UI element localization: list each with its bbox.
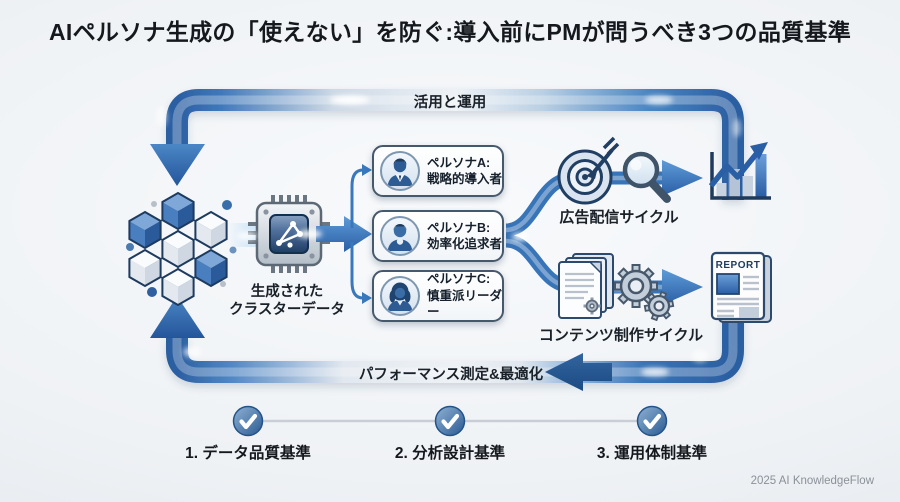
content-cycle-label: コンテンツ制作サイクル <box>538 327 704 344</box>
criteria-3-label: 3. 運用体制基準 <box>596 445 708 462</box>
chip-to-persona-arrow <box>316 216 372 252</box>
report-title-text: REPORT <box>716 260 761 271</box>
top-loop-gloss <box>172 95 738 200</box>
bottom-loop-tube <box>166 312 744 383</box>
cluster-hexagon-icon <box>126 192 237 306</box>
cluster-label-line1: 生成された <box>250 284 324 300</box>
loop-up-arrowhead <box>150 296 205 338</box>
branch-arrowhead-bottom <box>362 292 372 304</box>
criteria-2-label: 2. 分析設計基準 <box>394 445 506 462</box>
persona-a-desc: 戦略的導入者 <box>427 172 503 186</box>
growth-chart-icon <box>708 142 771 200</box>
check-circle-3 <box>636 405 668 437</box>
bottom-loop-gloss <box>172 312 738 377</box>
target-icon <box>557 136 620 205</box>
ad-cycle-label: 広告配信サイクル <box>559 209 679 226</box>
persona-b-desc: 効率化追求者 <box>427 237 503 251</box>
report-icon: REPORT <box>710 251 772 323</box>
check-circle-1 <box>232 405 264 437</box>
persona-b-name: ペルソナB: <box>427 220 491 235</box>
persona-card-b: ペルソナB: 効率化追求者 <box>372 210 504 262</box>
measure-left-arrow <box>545 353 612 391</box>
woman-icon <box>380 276 420 316</box>
light-flares <box>157 95 741 376</box>
man-icon <box>380 216 420 256</box>
top-loop-label: 活用と運用 <box>413 95 487 111</box>
page-title: AIペルソナ生成の「使えない」を防ぐ:導入前にPMが問うべき3つの品質基準 <box>48 19 852 45</box>
businessman-icon <box>380 151 420 191</box>
top-loop-tube <box>166 89 744 200</box>
persona-c-desc: 慎重派リーダー <box>427 288 503 320</box>
ad-cycle-arrowhead <box>662 160 703 196</box>
documents-icon <box>558 253 614 319</box>
persona-c-name: ペルソナC: <box>427 272 491 287</box>
footer-credit: 2025 AI KnowledgeFlow <box>750 475 874 487</box>
persona-a-text: ペルソナA: 戦略的導入者 <box>427 155 502 188</box>
persona-card-a: ペルソナA: 戦略的導入者 <box>372 145 504 197</box>
gears-icon <box>614 264 675 322</box>
criteria-timeline <box>232 405 668 437</box>
check-circle-2 <box>434 405 466 437</box>
loop-down-arrowhead <box>150 144 205 186</box>
persona-a-name: ペルソナA: <box>427 155 491 170</box>
content-cycle-arrowhead <box>662 269 703 305</box>
persona-card-c: ペルソナC: 慎重派リーダー <box>372 270 504 322</box>
persona-b-text: ペルソナB: 効率化追求者 <box>427 220 502 253</box>
cluster-label-line2: クラスターデータ <box>229 302 345 319</box>
magnifier-icon <box>622 151 671 203</box>
cluster-label: 生成された クラスターデータ <box>212 283 362 319</box>
flow-loops <box>166 89 744 383</box>
persona-c-text: ペルソナC: 慎重派リーダー <box>427 271 502 321</box>
chip-icon <box>248 195 330 273</box>
bottom-loop-label: パフォーマンス測定&最適化 <box>358 367 544 383</box>
branch-arrowhead-top <box>362 164 372 176</box>
criteria-1-label: 1. データ品質基準 <box>185 445 311 462</box>
persona-branch-connectors <box>350 168 364 300</box>
branch-icon <box>276 221 303 248</box>
